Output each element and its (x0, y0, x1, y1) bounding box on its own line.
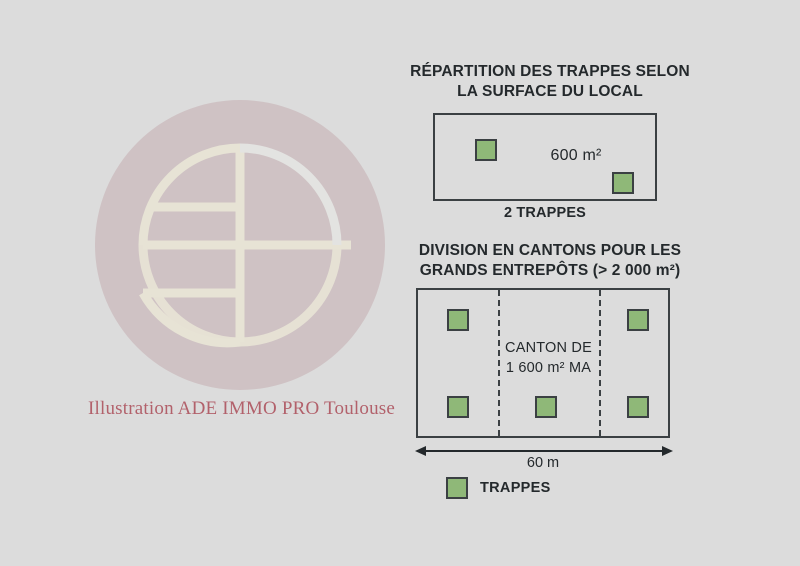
hatch-left-top (447, 309, 469, 331)
canton-area-label-line-2: 1 600 m² MA (505, 360, 592, 376)
legend-swatch-trappes-icon (446, 477, 468, 499)
diagram-one-area-label: 600 m² (550, 147, 602, 164)
legend-label-trappes: TRAPPES (480, 480, 551, 496)
canton-area-label-line-1: CANTON DE (505, 340, 592, 356)
hatch-right-top (627, 309, 649, 331)
diagram-two-floorplan: CANTON DE 1 600 m² MA (416, 288, 670, 438)
diagram-one-title-line-2: LA SURFACE DU LOCAL (457, 83, 643, 100)
canton-divider-1 (498, 290, 500, 436)
dimension-label-width: 60 m (526, 455, 560, 471)
canton-area-label: CANTON DE 1 600 m² MA (501, 338, 596, 378)
legend: TRAPPES (446, 477, 551, 499)
diagram-one-title: RÉPARTITION DES TRAPPES SELON LA SURFACE… (405, 62, 695, 102)
diagram-one-floorplan: 600 m² (433, 113, 657, 201)
watermark-caption: Illustration ADE IMMO PRO Toulouse (88, 398, 396, 419)
diagram-two-title-line-1: DIVISION EN CANTONS POUR LES (418, 242, 682, 259)
canton-divider-2 (599, 290, 601, 436)
hatch-left-bottom (447, 396, 469, 418)
dimension-arrow-60m (415, 443, 673, 459)
diagram-two-title-line-2: GRANDS ENTREPÔTS (> 2 000 m²) (419, 262, 681, 279)
ade-immo-pro-monogram-icon (95, 100, 385, 390)
diagram-one-caption: 2 TRAPPES (504, 205, 586, 221)
diagram-one-title-line-1: RÉPARTITION DES TRAPPES SELON (410, 63, 690, 80)
diagram-two-title: DIVISION EN CANTONS POUR LES GRANDS ENTR… (400, 241, 700, 281)
hatch-upper-left (475, 139, 497, 161)
hatch-center-bottom (535, 396, 557, 418)
hatch-right-bottom (627, 396, 649, 418)
hatch-lower-right (612, 172, 634, 194)
